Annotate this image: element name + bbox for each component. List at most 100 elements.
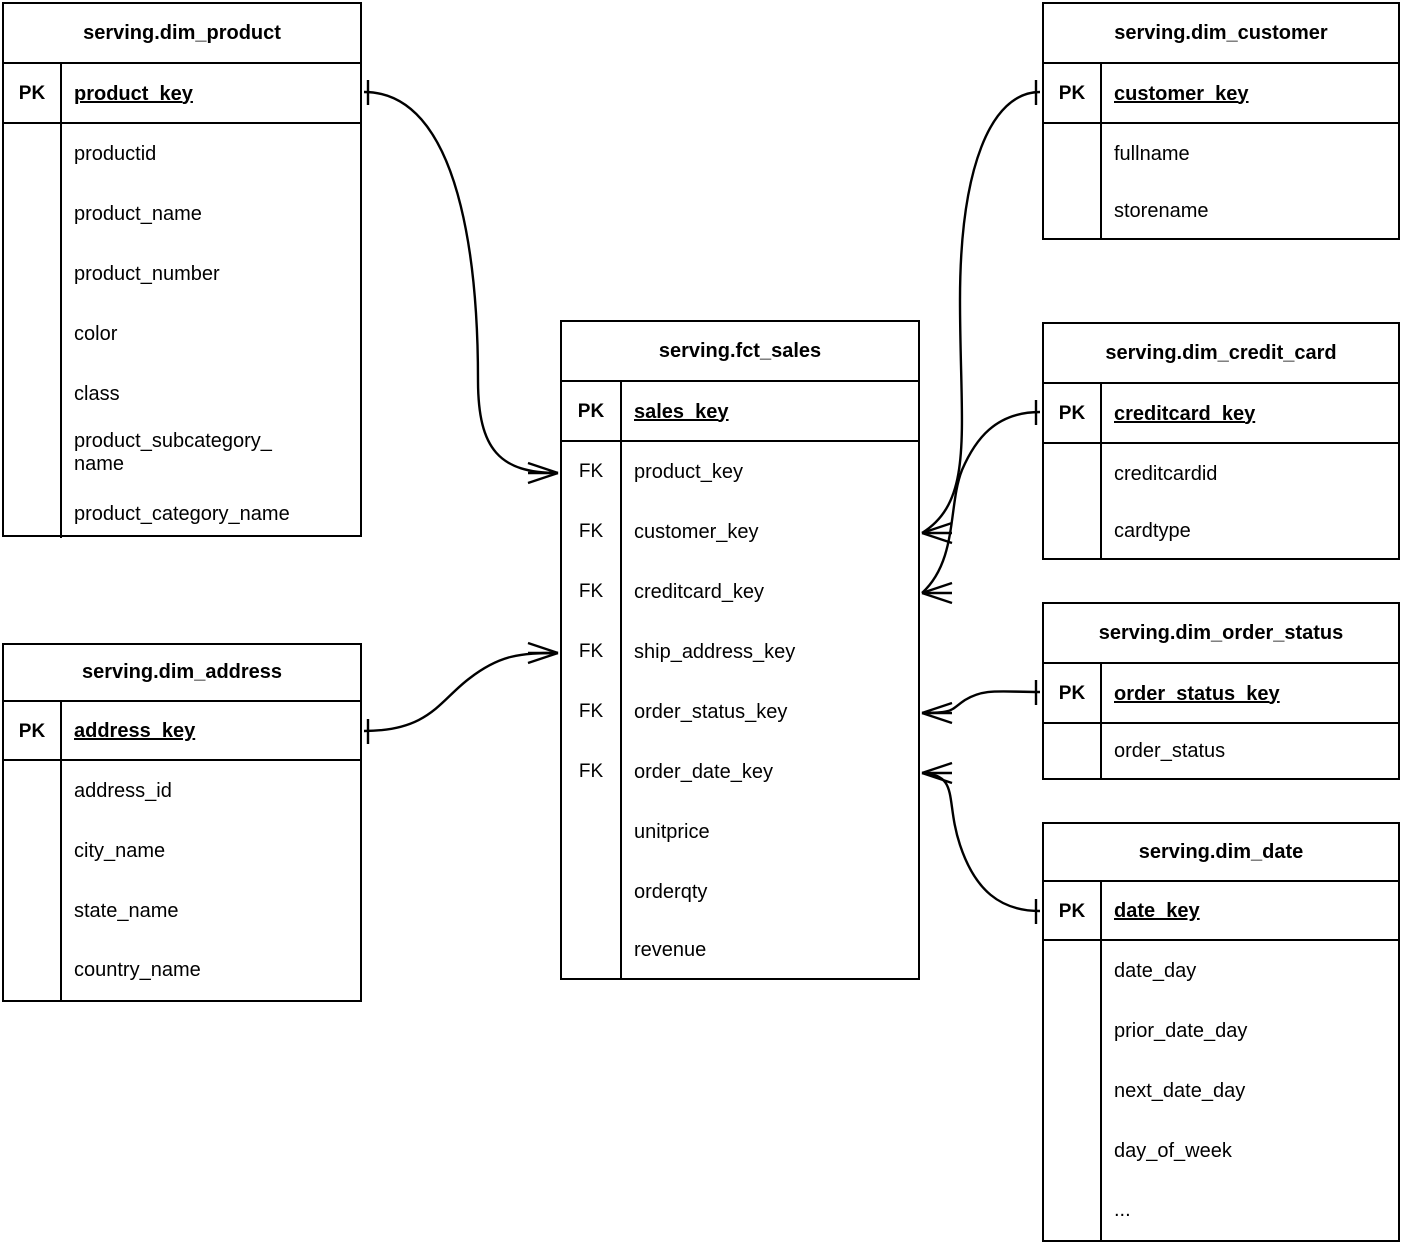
table-row[interactable]: PK order_status_key xyxy=(1044,664,1398,724)
attribute-name: sales_key xyxy=(634,400,729,423)
key-label xyxy=(562,922,622,978)
attribute-name: day_of_week xyxy=(1114,1139,1232,1162)
attribute-name: product_category_name xyxy=(74,502,290,525)
attribute-name: customer_key xyxy=(634,520,759,543)
key-label: PK xyxy=(1044,664,1102,724)
entity-dim-address[interactable]: serving.dim_address PK address_key addre… xyxy=(2,643,362,1002)
table-row[interactable]: cardtype xyxy=(1044,504,1398,558)
table-row[interactable]: PK date_key xyxy=(1044,882,1398,941)
entity-title-dim-order-status: serving.dim_order_status xyxy=(1044,604,1398,664)
attribute-name: order_status xyxy=(1114,739,1226,762)
table-row[interactable]: unitprice xyxy=(562,802,918,862)
table-row[interactable]: city_name xyxy=(4,821,360,881)
table-row[interactable]: color xyxy=(4,304,360,364)
key-label: FK xyxy=(562,562,622,622)
key-label xyxy=(1044,504,1102,558)
attribute-name: storename xyxy=(1114,199,1209,222)
table-row[interactable]: date_day xyxy=(1044,941,1398,1001)
entity-dim-product[interactable]: serving.dim_product PK product_key produ… xyxy=(2,2,362,538)
table-row[interactable]: address_id xyxy=(4,761,360,821)
attribute-name: ship_address_key xyxy=(634,640,796,663)
entity-body-dim-order-status: PK order_status_key order_status xyxy=(1044,664,1398,778)
key-label xyxy=(4,941,62,1000)
relationship-product xyxy=(363,80,559,485)
key-label: PK xyxy=(1044,384,1102,444)
key-label xyxy=(1044,724,1102,778)
table-row[interactable]: product_name xyxy=(4,184,360,244)
key-label xyxy=(1044,1061,1102,1121)
entity-title-dim-date: serving.dim_date xyxy=(1044,824,1398,882)
table-row[interactable]: country_name xyxy=(4,941,360,1000)
key-label xyxy=(562,862,622,922)
table-row[interactable]: PK product_key xyxy=(4,64,360,124)
attribute-name: country_name xyxy=(74,959,201,981)
table-row[interactable]: prior_date_day xyxy=(1044,1001,1398,1061)
attribute-name: date_day xyxy=(1114,959,1197,982)
table-row[interactable]: FK ship_address_key xyxy=(562,622,918,682)
table-row[interactable]: FK order_status_key xyxy=(562,682,918,742)
table-row[interactable]: state_name xyxy=(4,881,360,941)
table-row[interactable]: PK sales_key xyxy=(562,382,918,442)
table-row[interactable]: FK customer_key xyxy=(562,502,918,562)
key-label: FK xyxy=(562,742,622,802)
attribute-name: customer_key xyxy=(1114,82,1249,105)
table-row[interactable]: PK address_key xyxy=(4,702,360,761)
table-row[interactable]: fullname xyxy=(1044,124,1398,184)
table-row[interactable]: FK order_date_key xyxy=(562,742,918,802)
attribute-name: product_number xyxy=(74,262,220,285)
table-row[interactable]: order_status xyxy=(1044,724,1398,778)
key-label: PK xyxy=(4,702,62,761)
key-label xyxy=(4,304,62,364)
entity-fct-sales[interactable]: serving.fct_sales PK sales_key FK produc… xyxy=(560,320,920,980)
entity-body-dim-address: PK address_key address_id city_name stat… xyxy=(4,702,360,1000)
attribute-name: city_name xyxy=(74,839,166,862)
table-row[interactable]: PK customer_key xyxy=(1044,64,1398,124)
key-label: FK xyxy=(562,502,622,562)
entity-title-dim-address: serving.dim_address xyxy=(4,645,360,702)
table-row[interactable]: creditcardid xyxy=(1044,444,1398,504)
attribute-name: orderqty xyxy=(634,880,708,903)
entity-dim-order-status[interactable]: serving.dim_order_status PK order_status… xyxy=(1042,602,1400,780)
table-row[interactable]: revenue xyxy=(562,922,918,978)
table-row[interactable]: product_category_name xyxy=(4,490,360,538)
attribute-name: creditcardid xyxy=(1114,462,1218,485)
entity-dim-date[interactable]: serving.dim_date PK date_key date_day pr… xyxy=(1042,822,1400,1242)
relationship-credit-card xyxy=(921,400,1041,605)
entity-dim-customer[interactable]: serving.dim_customer PK customer_key ful… xyxy=(1042,2,1400,240)
table-row[interactable]: FK product_key xyxy=(562,442,918,502)
attribute-name: color xyxy=(74,322,118,345)
key-label xyxy=(1044,1181,1102,1240)
attribute-name: next_date_day xyxy=(1114,1079,1246,1102)
key-label xyxy=(4,490,62,538)
table-row[interactable]: productid xyxy=(4,124,360,184)
relationship-order-status xyxy=(921,680,1041,725)
entity-dim-credit-card[interactable]: serving.dim_credit_card PK creditcard_ke… xyxy=(1042,322,1400,560)
table-row[interactable]: day_of_week xyxy=(1044,1121,1398,1181)
key-label xyxy=(1044,1001,1102,1061)
key-label xyxy=(1044,1121,1102,1181)
attribute-name: order_status_key xyxy=(1114,682,1280,705)
table-row[interactable]: FK creditcard_key xyxy=(562,562,918,622)
attribute-name: unitprice xyxy=(634,820,710,843)
table-row[interactable]: class xyxy=(4,364,360,424)
key-label xyxy=(4,184,62,244)
attribute-name: address_id xyxy=(74,779,172,802)
entity-body-fct-sales: PK sales_key FK product_key FK customer_… xyxy=(562,382,918,978)
key-label xyxy=(4,821,62,881)
entity-body-dim-credit-card: PK creditcard_key creditcardid cardtype xyxy=(1044,384,1398,558)
table-row[interactable]: ... xyxy=(1044,1181,1398,1240)
key-label xyxy=(4,124,62,184)
table-row[interactable]: orderqty xyxy=(562,862,918,922)
table-row[interactable]: product_subcategory_ name xyxy=(4,424,360,490)
table-row[interactable]: next_date_day xyxy=(1044,1061,1398,1121)
attribute-name: date_key xyxy=(1114,900,1200,922)
attribute-name: order_date_key xyxy=(634,760,773,783)
attribute-name: creditcard_key xyxy=(634,580,765,603)
table-row[interactable]: storename xyxy=(1044,184,1398,238)
key-label: FK xyxy=(562,622,622,682)
attribute-name: state_name xyxy=(74,899,179,922)
key-label: PK xyxy=(4,64,62,124)
table-row[interactable]: product_number xyxy=(4,244,360,304)
table-row[interactable]: PK creditcard_key xyxy=(1044,384,1398,444)
